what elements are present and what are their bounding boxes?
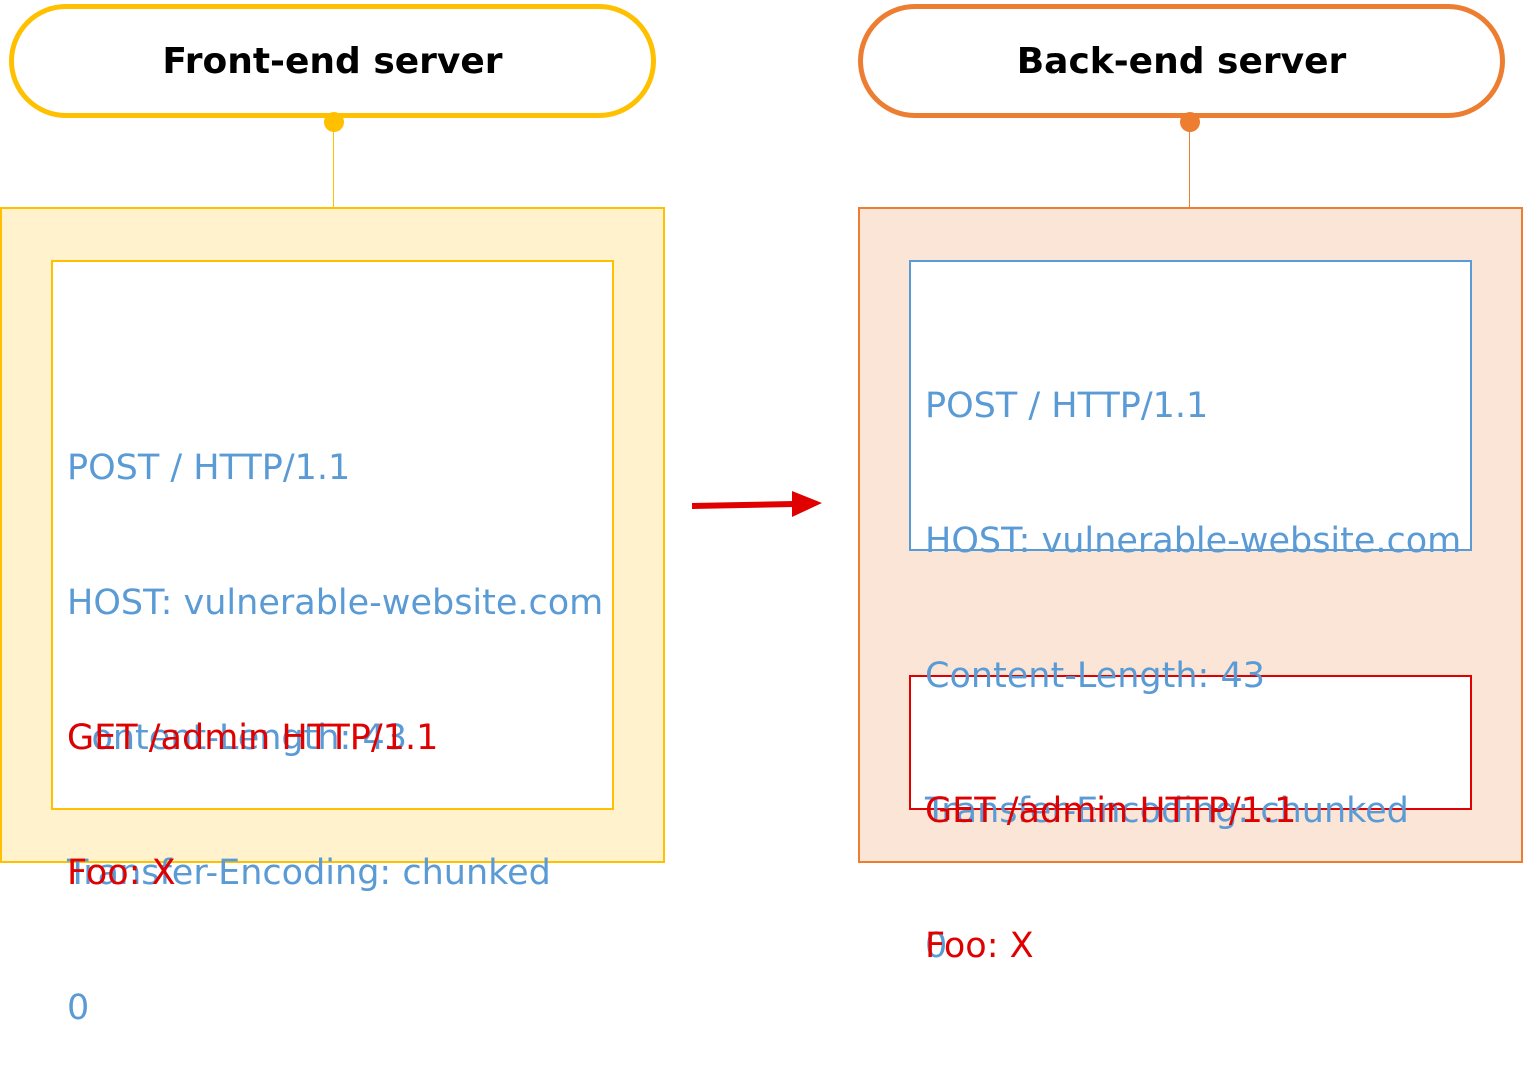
back-end-connector-dot (1180, 112, 1200, 132)
front-end-connector-dot (324, 112, 344, 132)
front-request-line-chunk-terminator: 0 (67, 988, 90, 1028)
back-end-request-text: POST / HTTP/1.1 HOST: vulnerable-website… (925, 294, 1461, 1014)
back-end-connector-line (1189, 122, 1190, 208)
front-end-server-title: Front-end server (9, 4, 656, 118)
back-end-request-box (909, 260, 1472, 551)
back-request-line-transfer-encoding: Transfer-Encoding: chunked (925, 791, 1409, 831)
front-end-server-label: Front-end server (162, 40, 503, 82)
front-request-line-method: POST / HTTP/1.1 (67, 448, 351, 488)
back-end-server-title: Back-end server (858, 4, 1505, 118)
front-smuggled-line-method: GET /admin HTTP/1.1 (67, 718, 439, 758)
back-request-line-host: HOST: vulnerable-website.com (925, 521, 1462, 561)
front-smuggled-line-header: Foo: X (67, 853, 176, 893)
front-end-request-box (51, 260, 614, 810)
back-smuggled-line-header: Foo: X (925, 926, 1034, 966)
front-request-line-host: HOST: vulnerable-website.com (67, 583, 604, 623)
front-end-smuggled-text: GET /admin HTTP/1.1 Foo: X (67, 626, 438, 941)
back-end-smuggled-request-box (909, 675, 1472, 810)
front-end-connector-line (333, 122, 334, 208)
back-end-server-label: Back-end server (1016, 40, 1347, 82)
back-request-line-content-length: Content-Length: 43 (925, 656, 1266, 696)
forward-arrow-icon (691, 491, 822, 517)
back-smuggled-line-method: GET /admin HTTP/1.1 (925, 791, 1297, 831)
back-request-line-method: POST / HTTP/1.1 (925, 386, 1209, 426)
back-end-smuggled-text: GET /admin HTTP/1.1 Foo: X (925, 699, 1296, 1014)
front-request-line-content-length: Content-Length: 43 (67, 718, 408, 758)
